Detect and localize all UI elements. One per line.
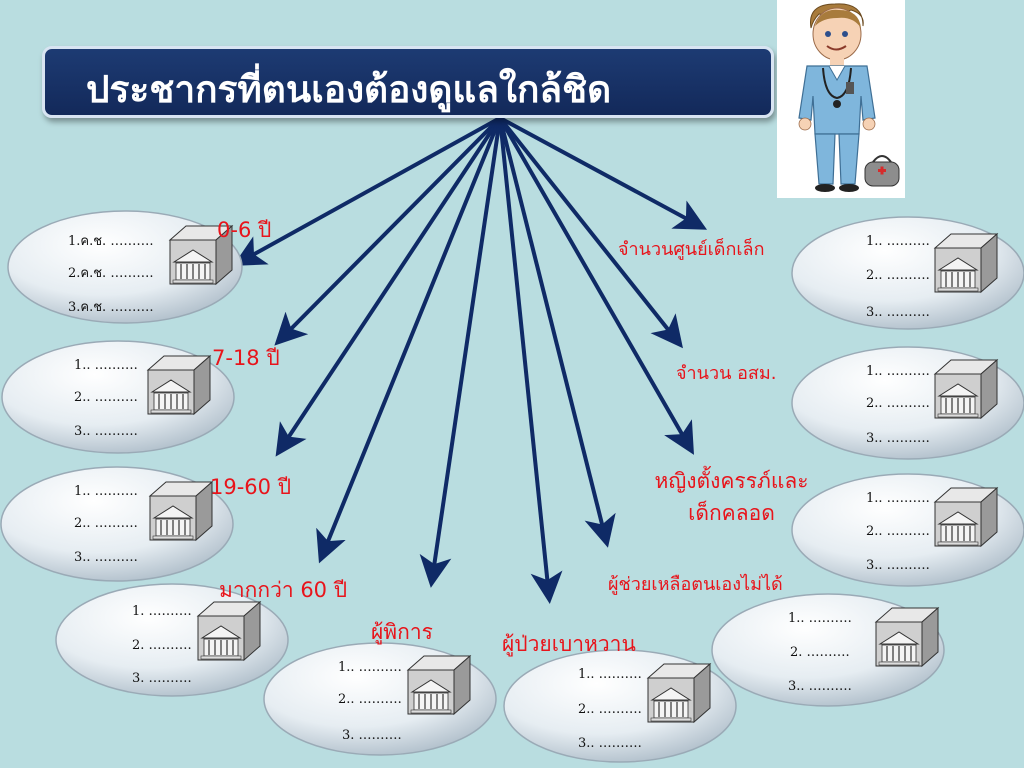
list-item: 2.. ………. [338, 692, 402, 707]
label-dependent: ผู้ช่วยเหลือตนเองไม่ได้ [608, 574, 783, 595]
arrow-pregnant [498, 117, 694, 455]
list-item: 3.. ………. [578, 736, 642, 751]
list-item: 2.ค.ช. ………. [68, 266, 154, 281]
building-icon [149, 481, 213, 541]
label-pregnant-line1: หญิงตั้งครรภ์และ [654, 469, 809, 493]
building-icon [934, 233, 998, 293]
list-item: 2.. ………. [74, 516, 138, 531]
building-icon [647, 663, 711, 723]
building-icon [407, 655, 471, 715]
arrow-over-60 [316, 117, 502, 564]
list-item: 2.. ………. [866, 524, 930, 539]
list-item: 1.. ………. [74, 484, 138, 499]
label-pregnant-line2: เด็กคลอด [688, 501, 775, 525]
building-icon [875, 607, 939, 667]
label-age-over-60: มากกว่า 60 ปี [219, 578, 348, 602]
list-item: 1.. ………. [866, 364, 930, 379]
list-item: 3.. ………. [866, 431, 930, 446]
list-item: 2.. ………. [866, 268, 930, 283]
list-item: 1. ………. [132, 604, 192, 619]
list-item: 1.. ………. [788, 611, 852, 626]
building-icon [934, 487, 998, 547]
building-icon [934, 359, 998, 419]
list-item: 2. ………. [790, 645, 850, 660]
page-title: ประชากรที่ตนเองต้องดูแลใกล้ชิด [86, 68, 612, 111]
arrow-diabetes [498, 117, 563, 604]
list-item: 3.. ………. [866, 305, 930, 320]
list-item: 3.ค.ช. ………. [68, 300, 154, 315]
list-item: 3.. ………. [788, 679, 852, 694]
list-item: 1.. ………. [578, 667, 642, 682]
list-item: 2.. ………. [74, 390, 138, 405]
label-disabled: ผู้พิการ [371, 620, 433, 644]
list-item: 3. ………. [132, 671, 192, 686]
list-item: 2. ………. [132, 638, 192, 653]
label-age-0-6: 0-6 ปี [217, 218, 272, 242]
list-item: 3.. ………. [866, 558, 930, 573]
list-item: 1.. ………. [866, 491, 930, 506]
title-banner [42, 46, 774, 118]
label-age-7-18: 7-18 ปี [212, 346, 280, 370]
list-item: 1.. ………. [338, 660, 402, 675]
list-item: 2.. ………. [578, 702, 642, 717]
label-childcare: จำนวนศูนย์เด็กเล็ก [618, 239, 765, 260]
list-item: 3. ………. [342, 728, 402, 743]
arrow-0-6 [233, 116, 501, 266]
arrow-19-60 [275, 116, 502, 457]
list-item: 3.. ………. [74, 424, 138, 439]
list-item: 1.ค.ช. ………. [68, 234, 154, 249]
building-icon [147, 355, 211, 415]
doctor-illustration [777, 0, 905, 198]
arrow-dependent [498, 117, 616, 548]
arrows [233, 116, 708, 604]
list-item: 3.. ………. [74, 550, 138, 565]
label-age-19-60: 19-60 ปี [210, 475, 292, 499]
label-volunteers: จำนวน อสม. [676, 363, 777, 384]
list-item: 1.. ………. [866, 234, 930, 249]
arrow-volunteers [498, 116, 683, 349]
arrow-childcare [499, 116, 708, 230]
building-icon [197, 601, 261, 661]
arrow-disabled [419, 117, 502, 588]
list-item: 1.. ………. [74, 358, 138, 373]
label-diabetes: ผู้ป่วยเบาหวาน [502, 632, 636, 656]
arrow-7-18 [274, 116, 502, 346]
list-item: 2.. ………. [866, 396, 930, 411]
